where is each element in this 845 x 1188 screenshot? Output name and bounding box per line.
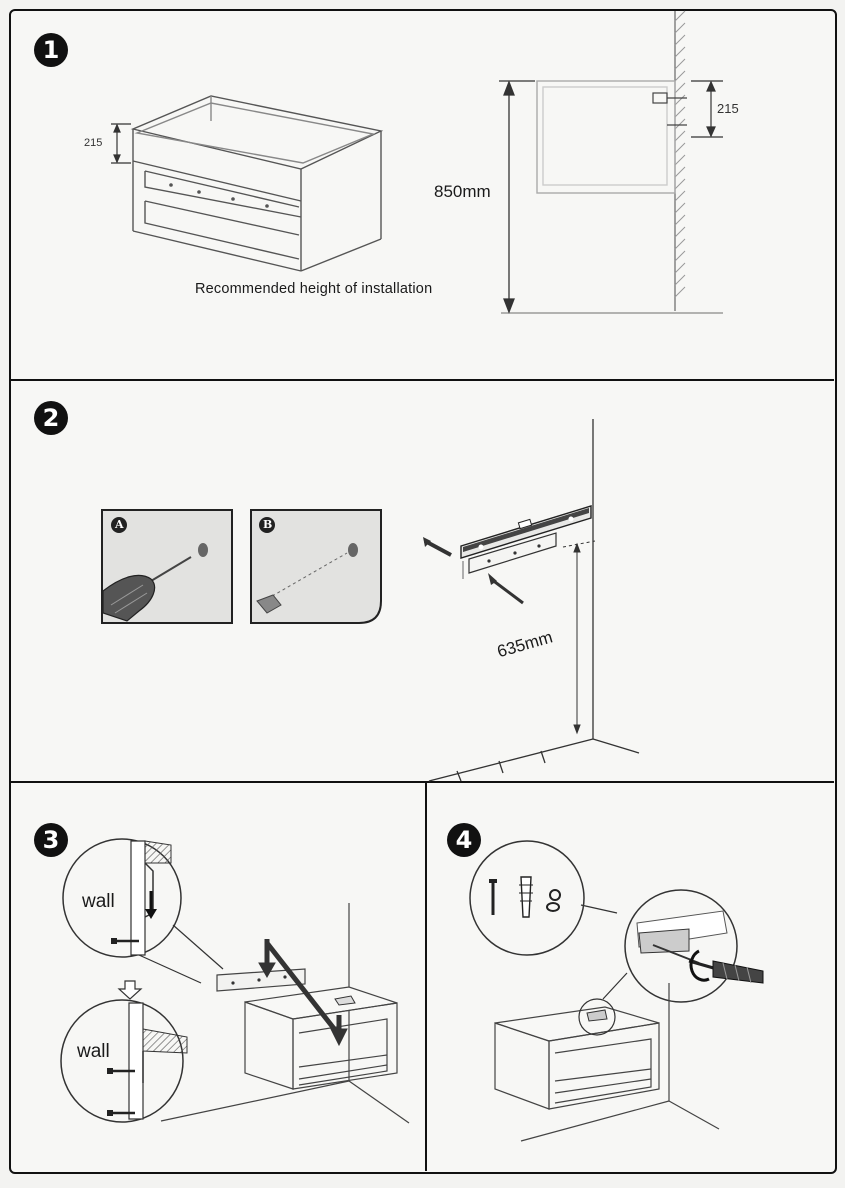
washer-icon <box>546 889 561 912</box>
step-1-panel: 1 <box>11 10 834 381</box>
mounted-cabinet-side-view <box>536 80 676 194</box>
screwdriver-icon <box>688 959 764 984</box>
bracket-highlight-circle <box>578 998 616 1036</box>
wall-plug-icon <box>256 594 282 614</box>
wall-dimension-line <box>691 80 723 138</box>
step-3-panel: 3 <box>11 783 427 1171</box>
drill-illustration <box>102 543 208 622</box>
down-arrow-icon <box>117 980 143 1000</box>
wall-bracket-icon <box>462 532 557 579</box>
wall-corner-illustration <box>428 419 640 782</box>
step-4-number: 4 <box>447 823 481 857</box>
instruction-sheet: 1 <box>9 9 837 1174</box>
step-3-drawing <box>60 838 410 1124</box>
step-2-panel: 2 <box>11 381 834 783</box>
step-4-drawing <box>469 840 764 1142</box>
cabinet-illustration <box>130 95 384 272</box>
height-dimension-line <box>499 80 535 314</box>
step-2-number: 2 <box>34 401 68 435</box>
wall-plug-icon-4 <box>519 876 533 918</box>
wall-illustration <box>501 10 723 314</box>
wall-detail-circle-bottom <box>60 999 188 1123</box>
inset-b-label: B <box>263 518 273 531</box>
cabinet-dimension-label: 215 <box>84 137 103 149</box>
height-850-label: 850mm <box>434 182 491 201</box>
step-4-panel: 4 <box>427 783 834 1171</box>
step-2-drawing <box>101 419 640 782</box>
screw-icon <box>488 573 524 605</box>
wall-plug-icon-2 <box>423 537 452 557</box>
inset-b-badge <box>259 517 275 533</box>
step-1-number: 1 <box>34 33 68 67</box>
wall-label-bottom: wall <box>77 1041 110 1062</box>
hanging-direction-arrow <box>258 939 348 1047</box>
hanging-bracket-icon <box>334 995 356 1006</box>
wall-dimension-label: 215 <box>717 101 739 116</box>
wall-hole-icon <box>198 543 208 557</box>
hardware-detail-circle <box>469 840 585 956</box>
cabinet-dimension-line <box>111 123 131 164</box>
step-1-drawing <box>111 10 723 314</box>
cabinet-hanging-illustration <box>160 903 410 1124</box>
rotate-arrow-icon <box>689 949 710 982</box>
height-635-dimension-line <box>562 540 596 735</box>
wall-label-top: wall <box>82 891 115 912</box>
cabinet-fixed-illustration <box>494 983 720 1142</box>
step-3-number: 3 <box>34 823 68 857</box>
installation-height-caption: Recommended height of installation <box>195 281 433 297</box>
screw-icon-4 <box>489 879 497 915</box>
inset-a-label: A <box>115 518 124 531</box>
wall-detail-circle-top <box>62 838 182 958</box>
screwdriver-detail-circle <box>624 889 764 1003</box>
inset-b-frame <box>250 509 382 624</box>
inset-a-badge <box>111 517 127 533</box>
wall-bracket-detail <box>652 92 687 126</box>
wall-hole-icon-b <box>348 543 358 557</box>
spirit-level-icon <box>460 505 592 559</box>
drill-icon <box>102 574 156 622</box>
